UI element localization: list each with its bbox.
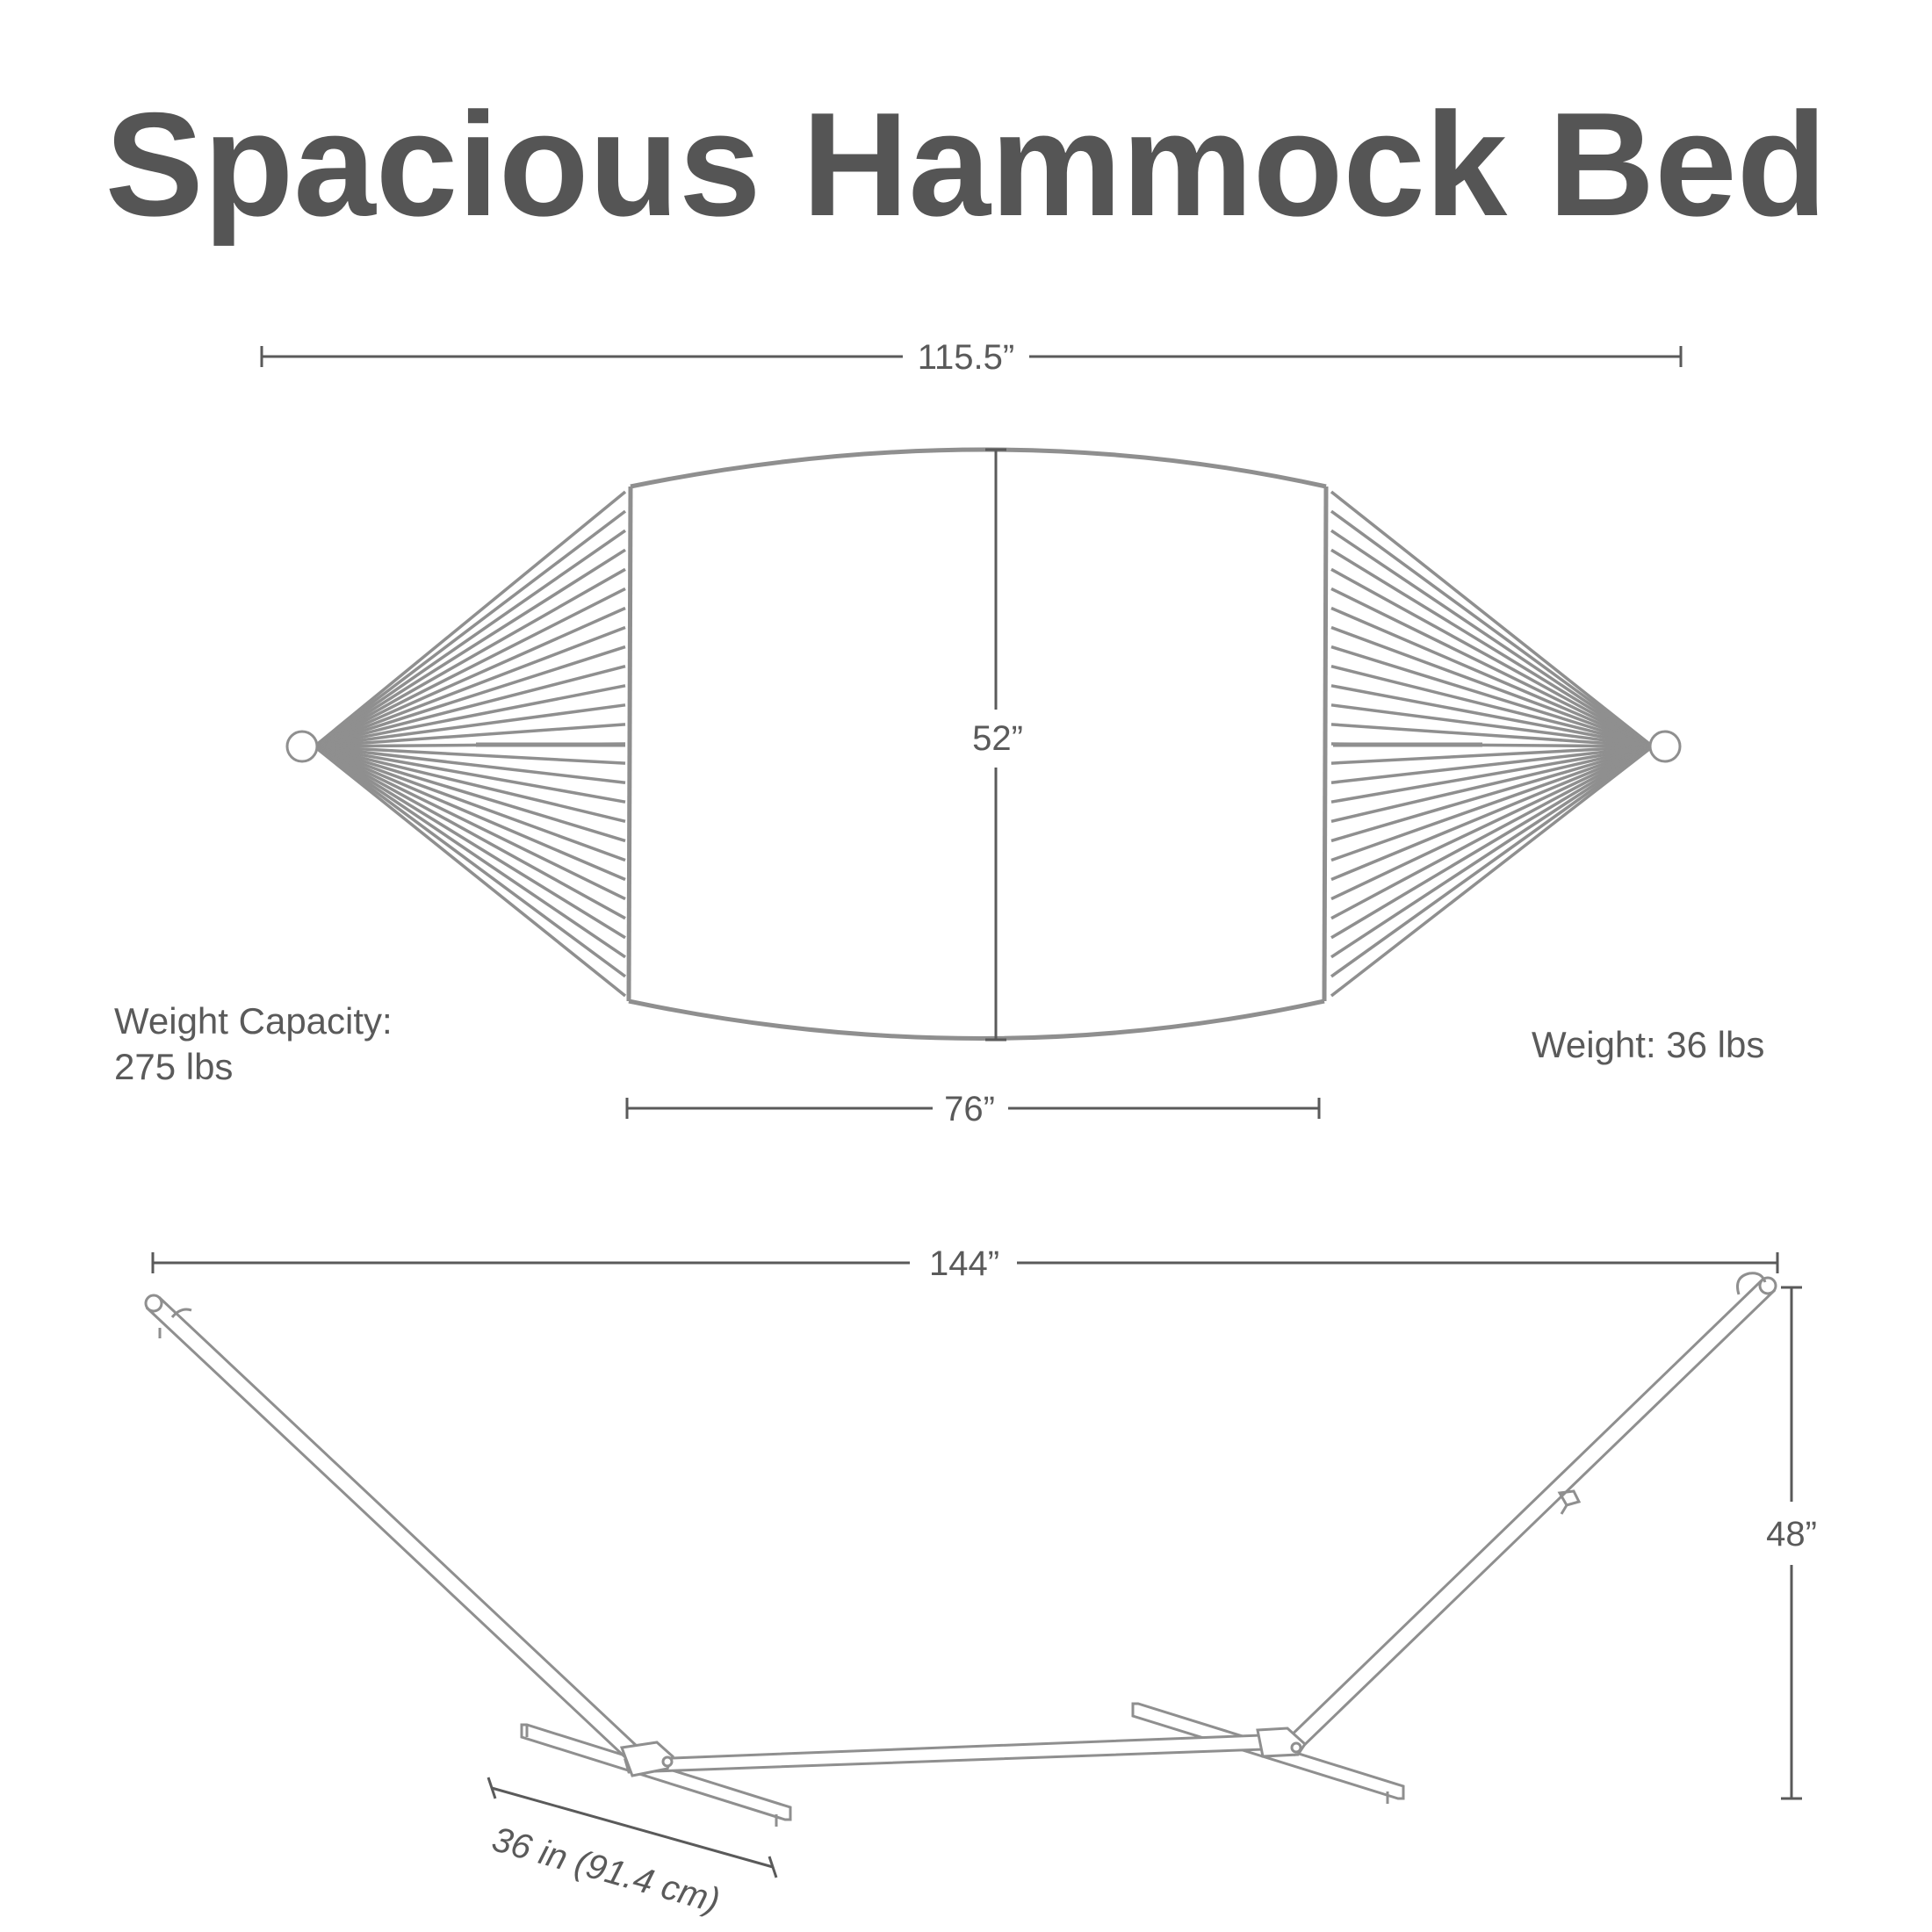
hammock-cord [314, 587, 626, 748]
hammock-cord [1330, 745, 1654, 882]
stand-right-hook-icon [1736, 1272, 1767, 1295]
hammock-cord [1330, 745, 1654, 940]
stand-height-dimension: 48” [1766, 1286, 1817, 1800]
hammock-cord [1330, 567, 1654, 748]
hammock-left-ring [285, 730, 319, 763]
bed-length-label: 76” [944, 1090, 995, 1128]
hammock-left-spreader-bar [626, 486, 633, 1002]
bed-length-dimension: 76” [625, 1090, 1321, 1128]
hammock-top-view [285, 447, 1682, 1041]
hammock-cord [1330, 745, 1654, 784]
bed-width-dimension: 52” [972, 448, 1023, 1042]
hammock-cord [314, 665, 626, 748]
hammock-cord [1330, 529, 1654, 748]
base-width-label: 36 in (91.4 cm) [488, 1820, 724, 1921]
hammock-cord [314, 645, 626, 748]
hammock-cord [314, 745, 626, 804]
page-title: Spacious Hammock Bed [105, 82, 1827, 247]
hammock-cord [313, 745, 627, 998]
hammock-cord [1330, 625, 1654, 748]
hammock-cord [1330, 745, 1654, 765]
hammock-left-cords [313, 490, 627, 998]
hammock-cord [314, 745, 626, 765]
hammock-cord [314, 606, 626, 748]
hammock-cord [1330, 587, 1654, 748]
base-width-tick-left [487, 1777, 497, 1799]
stand-right-joint-bolt [1290, 1741, 1302, 1754]
product-weight: Weight: 36 lbs [1532, 1024, 1764, 1065]
hammock-cord [1330, 645, 1654, 748]
stand-left-hook-icon [170, 1308, 192, 1318]
hammock-cord [313, 509, 627, 748]
hammock-cord [314, 548, 626, 748]
base-width-tick-right [768, 1856, 778, 1878]
stand-right-arm [1280, 1278, 1777, 1757]
hammock-cord [1330, 745, 1654, 804]
hammock-cord [1330, 723, 1654, 748]
hammock-cord [1330, 745, 1654, 978]
hammock-cord [313, 745, 627, 978]
base-width-line [491, 1786, 774, 1869]
hammock-cord [314, 567, 626, 748]
hammock-cord [314, 703, 626, 748]
stand-length-label: 144” [929, 1244, 999, 1283]
hammock-cord [314, 745, 626, 824]
stand-left-arm [145, 1295, 656, 1775]
hammock-cord [1330, 745, 1654, 901]
hammock-stand [144, 1272, 1777, 1827]
stand-right-s-hook-icon [1557, 1489, 1582, 1515]
stand-left-joint-bolt [661, 1755, 674, 1768]
hammock-cord [314, 745, 626, 882]
hammock-cord [314, 745, 626, 843]
stand-height-label: 48” [1766, 1515, 1817, 1554]
hammock-right-cords [1330, 490, 1654, 998]
hammock-cord [1330, 509, 1654, 748]
hammock-cord [314, 684, 626, 748]
hammock-cord [1330, 684, 1654, 748]
hammock-cord [1330, 745, 1654, 862]
hammock-top-edge [630, 447, 1327, 489]
hammock-cord [1330, 548, 1654, 748]
hammock-cord [1330, 703, 1654, 748]
hammock-cord [314, 745, 626, 862]
hammock-cord [1330, 490, 1654, 748]
stand-center-beam [624, 1734, 1266, 1774]
hammock-right-spreader-bar [1322, 486, 1329, 1002]
hammock-cord [314, 745, 626, 901]
weight-capacity-value: 275 lbs [114, 1046, 233, 1087]
hammock-cord [1330, 745, 1654, 920]
stand-left-arm-cap [144, 1294, 163, 1313]
overall-length-dimension: 115.5” [260, 338, 1683, 377]
hammock-cord [314, 529, 626, 748]
bed-width-label: 52” [972, 719, 1023, 758]
hammock-cord [1330, 745, 1654, 824]
hammock-bottom-edge [628, 998, 1325, 1041]
hammock-cord [314, 745, 626, 920]
hammock-cord [314, 625, 626, 748]
hammock-right-ring [1648, 730, 1682, 763]
hammock-cord [1330, 665, 1654, 748]
stand-right-arm-cap [1758, 1276, 1777, 1295]
hammock-cord [1330, 745, 1654, 998]
hammock-cord [314, 745, 626, 959]
hammock-cord [314, 745, 626, 940]
hammock-cord [313, 490, 627, 748]
hammock-cord [1330, 745, 1654, 843]
hammock-cord [314, 745, 626, 784]
hammock-cord [1330, 606, 1654, 748]
hammock-cord [1330, 745, 1654, 959]
weight-capacity-label: Weight Capacity: [114, 1000, 393, 1042]
hammock-cord [314, 723, 626, 748]
overall-length-label: 115.5” [918, 338, 1014, 377]
stand-length-dimension: 144” [151, 1244, 1779, 1283]
